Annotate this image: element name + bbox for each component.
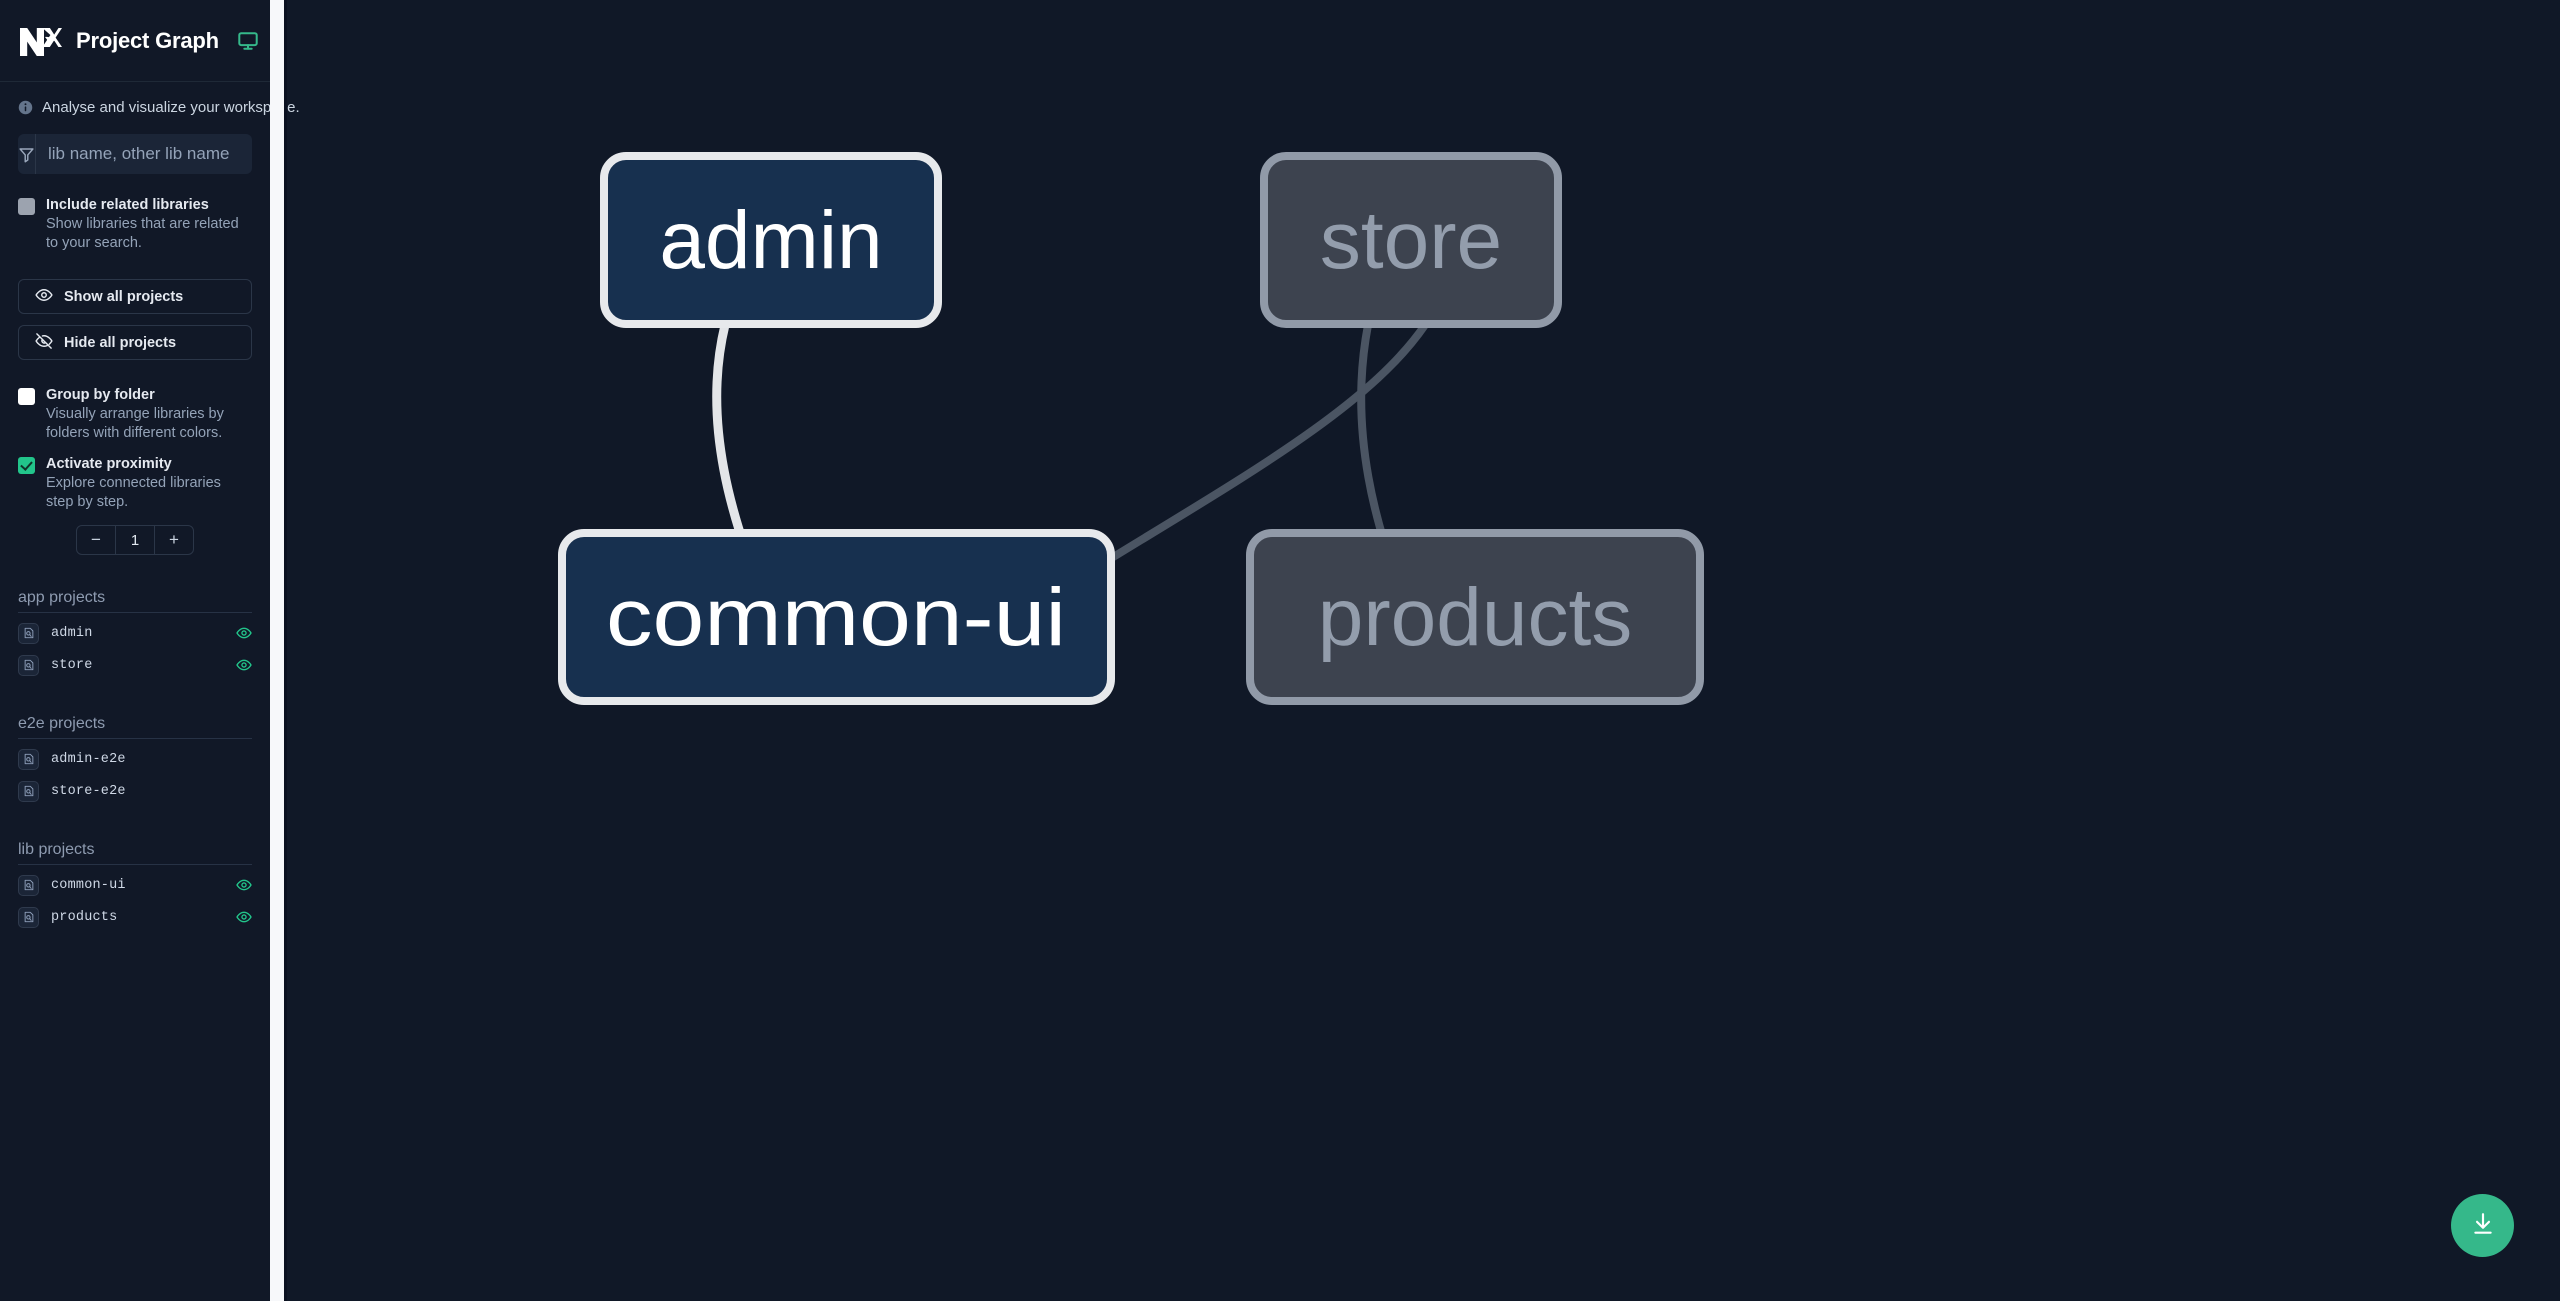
sidebar-scrollbar[interactable] xyxy=(270,0,284,1301)
page-title: Project Graph xyxy=(76,27,219,53)
project-group-app: app projects admin xyxy=(18,589,252,681)
option-group-by-folder[interactable]: Group by folder Visually arrange librari… xyxy=(18,386,252,442)
search-input[interactable] xyxy=(36,134,252,174)
show-all-projects-label: Show all projects xyxy=(64,288,184,305)
graph-node-common-ui[interactable]: common-ui xyxy=(558,529,1115,705)
option-include-related-libraries[interactable]: Include related libraries Show libraries… xyxy=(18,196,252,252)
project-graph[interactable]: admin store common-ui products xyxy=(270,0,2543,1301)
graph-nodes: admin store common-ui products xyxy=(558,152,1704,705)
project-icon xyxy=(18,780,39,802)
project-icon xyxy=(18,622,39,644)
project-item-products-label: products xyxy=(51,909,118,925)
graph-node-products[interactable]: products xyxy=(1246,529,1704,705)
project-icon xyxy=(18,654,39,676)
project-group-e2e: e2e projects admin-e2e xyxy=(18,715,252,807)
proximity-stepper[interactable]: − 1 + xyxy=(76,525,194,555)
group-by-folder-label: Group by folder xyxy=(46,387,155,403)
project-item-products[interactable]: products xyxy=(18,901,252,933)
graph-node-admin-label: admin xyxy=(659,195,882,286)
project-item-admin[interactable]: admin xyxy=(18,617,252,649)
graph-node-admin[interactable]: admin xyxy=(600,152,942,328)
download-icon xyxy=(2470,1211,2496,1240)
project-group-lib-title: lib projects xyxy=(18,841,95,858)
graph-node-store-label: store xyxy=(1320,195,1502,286)
group-by-folder-checkbox[interactable] xyxy=(18,388,35,405)
include-related-libraries-description: Show libraries that are related to your … xyxy=(46,216,239,251)
sidebar-edge-divider xyxy=(284,0,287,1301)
project-icon xyxy=(18,906,39,928)
project-visibility-eye-icon[interactable] xyxy=(236,657,252,673)
project-visibility-eye-icon[interactable] xyxy=(236,877,252,893)
proximity-increment-button[interactable]: + xyxy=(154,526,193,554)
divider xyxy=(18,738,252,739)
graph-node-common-ui-label: common-ui xyxy=(606,572,1066,663)
proximity-decrement-button[interactable]: − xyxy=(77,526,116,554)
hide-all-projects-button[interactable]: Hide all projects xyxy=(18,325,252,360)
graph-node-store[interactable]: store xyxy=(1260,152,1562,328)
project-item-admin-e2e[interactable]: admin-e2e xyxy=(18,743,252,775)
graph-node-products-label: products xyxy=(1318,572,1633,663)
sidebar: Project Graph Analyse and visualize your… xyxy=(0,0,300,1301)
project-item-admin-label: admin xyxy=(51,625,93,641)
hide-all-projects-label: Hide all projects xyxy=(64,334,177,351)
workspace-subtitle: Analyse and visualize your workspace. xyxy=(0,82,300,126)
project-item-store-e2e[interactable]: store-e2e xyxy=(18,775,252,807)
project-item-common-ui-label: common-ui xyxy=(51,877,126,893)
proximity-value: 1 xyxy=(130,531,140,549)
project-group-lib: lib projects common-ui xyxy=(18,841,252,933)
filter-icon xyxy=(18,134,36,174)
subtitle-text: Analyse and visualize your workspace. xyxy=(42,99,300,116)
option-activate-proximity[interactable]: Activate proximity Explore connected lib… xyxy=(18,455,252,511)
activate-proximity-checkbox[interactable] xyxy=(18,457,35,474)
project-item-store[interactable]: store xyxy=(18,649,252,681)
project-icon xyxy=(18,748,39,770)
project-group-e2e-title: e2e projects xyxy=(18,715,106,732)
project-visibility-eye-icon[interactable] xyxy=(236,909,252,925)
project-item-store-e2e-label: store-e2e xyxy=(51,783,126,799)
group-by-folder-description: Visually arrange libraries by folders wi… xyxy=(46,406,224,441)
sidebar-header: Project Graph xyxy=(0,0,270,82)
graph-canvas[interactable]: admin store common-ui products xyxy=(270,0,2560,1301)
monitor-icon[interactable] xyxy=(237,30,259,52)
project-visibility-eye-icon[interactable] xyxy=(236,625,252,641)
project-icon xyxy=(18,874,39,896)
nx-logo-icon xyxy=(18,22,62,60)
eye-icon xyxy=(35,286,53,308)
include-related-libraries-label: Include related libraries xyxy=(46,197,209,213)
show-all-projects-button[interactable]: Show all projects xyxy=(18,279,252,314)
project-item-common-ui[interactable]: common-ui xyxy=(18,869,252,901)
activate-proximity-label: Activate proximity xyxy=(46,456,172,472)
project-item-admin-e2e-label: admin-e2e xyxy=(51,751,126,767)
download-graph-button[interactable] xyxy=(2451,1194,2514,1257)
project-group-app-title: app projects xyxy=(18,589,106,606)
activate-proximity-description: Explore connected libraries step by step… xyxy=(46,475,221,510)
include-related-libraries-checkbox[interactable] xyxy=(18,198,35,215)
project-item-store-label: store xyxy=(51,657,93,673)
info-icon xyxy=(18,100,33,115)
eye-off-icon xyxy=(35,332,53,354)
search-field[interactable] xyxy=(18,134,252,174)
divider xyxy=(18,612,252,613)
divider xyxy=(18,864,252,865)
